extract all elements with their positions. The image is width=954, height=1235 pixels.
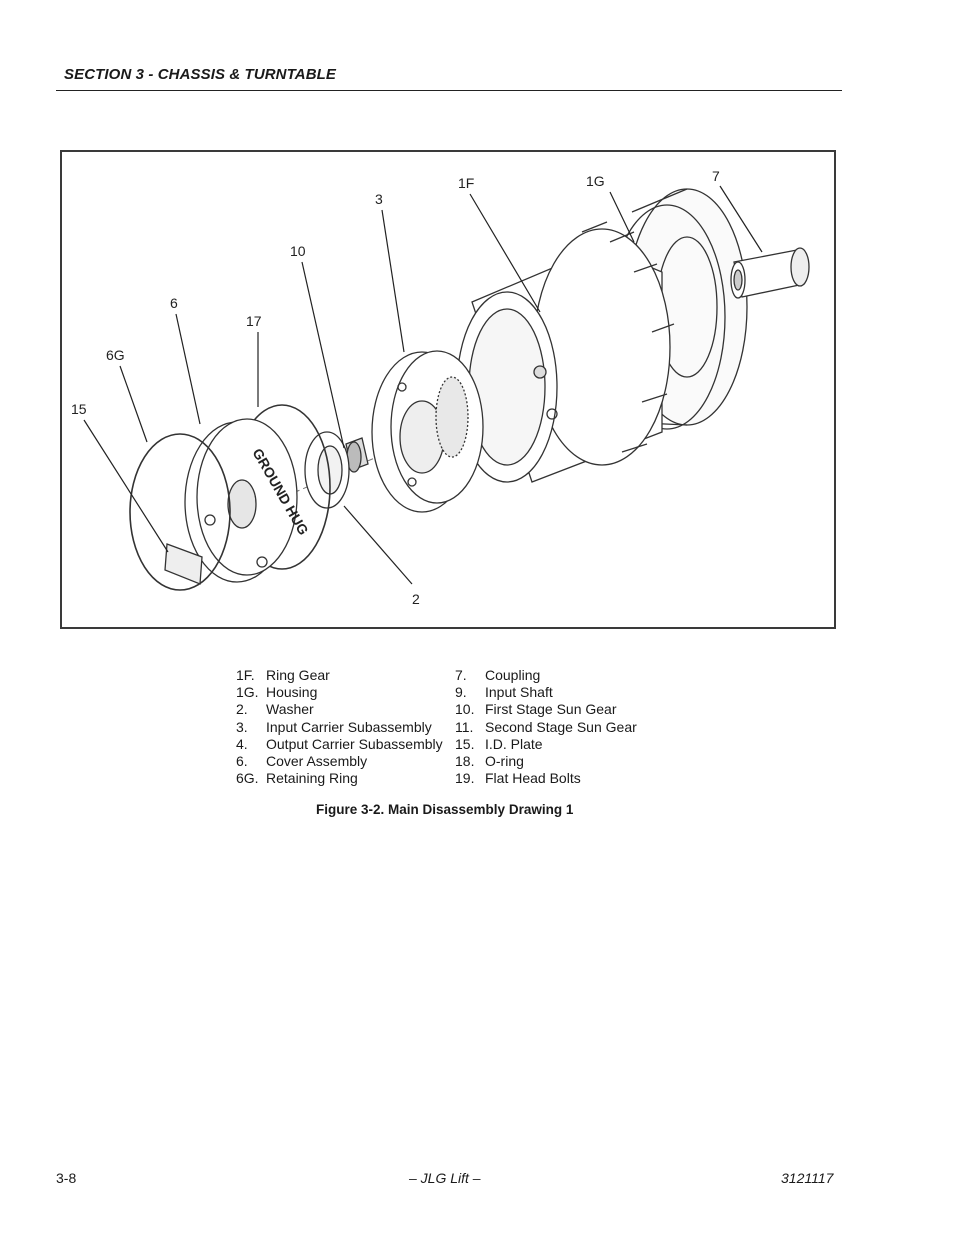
- legend-number: 6.: [236, 752, 248, 769]
- callout-15: 15: [71, 401, 87, 417]
- legend-label: First Stage Sun Gear: [485, 701, 617, 718]
- retaining-ring-part: [129, 433, 231, 591]
- washer-part: [304, 431, 350, 509]
- legend-label: Output Carrier Subassembly: [266, 735, 443, 752]
- coupling-part: [730, 247, 810, 299]
- section-title: SECTION 3 - CHASSIS & TURNTABLE: [64, 66, 337, 83]
- legend-label: Housing: [266, 684, 318, 701]
- callout-1G: 1G: [586, 173, 605, 189]
- legend-label: Input Carrier Subassembly: [266, 718, 432, 735]
- sun-gear-part: [345, 437, 369, 473]
- disassembly-figure: GROUND HUG 1F 1G: [60, 150, 836, 629]
- legend-label: Second Stage Sun Gear: [485, 718, 637, 735]
- legend-label: Input Shaft: [485, 684, 553, 701]
- ring-gear-part: [456, 221, 675, 483]
- callout-7: 7: [712, 168, 720, 184]
- callout-17: 17: [246, 313, 262, 329]
- footer-publisher: – JLG Lift –: [409, 1170, 481, 1186]
- legend-number: 11.: [455, 718, 474, 735]
- id-plate-part: [164, 543, 203, 585]
- legend-number: 2.: [236, 701, 248, 718]
- page-number: 3-8: [56, 1170, 77, 1186]
- legend-label: Retaining Ring: [266, 770, 358, 787]
- legend-label: Flat Head Bolts: [485, 770, 581, 787]
- callout-6: 6: [170, 295, 178, 311]
- legend-label: Coupling: [485, 667, 541, 683]
- callout-10: 10: [290, 243, 306, 259]
- legend-label: I.D. Plate: [485, 735, 543, 752]
- document-number: 3121117: [781, 1170, 834, 1186]
- callout-3: 3: [375, 191, 383, 207]
- legend-number: 7.: [455, 667, 467, 683]
- legend-label: Ring Gear: [266, 667, 330, 683]
- legend-number: 4.: [236, 735, 248, 752]
- legend-label: O-ring: [485, 752, 524, 769]
- leader-lines: [83, 185, 763, 585]
- legend-number: 19.: [455, 770, 475, 787]
- legend-number: 18.: [455, 752, 475, 769]
- figure-caption: Figure 3-2. Main Disassembly Drawing 1: [316, 802, 574, 817]
- legend-label: Washer: [266, 701, 314, 718]
- legend-number: 15.: [455, 735, 475, 752]
- legend-number: 3.: [236, 718, 248, 735]
- legend-number: 1G.: [236, 684, 259, 701]
- callout-6G: 6G: [106, 347, 125, 363]
- legend-number: 6G.: [236, 770, 259, 787]
- legend-label: Cover Assembly: [266, 752, 368, 769]
- legend-number: 1F.: [236, 667, 255, 683]
- legend-number: 10.: [455, 701, 475, 718]
- disassembly-drawing: GROUND HUG 1F 1G: [71, 168, 810, 607]
- callout-2: 2: [412, 591, 420, 607]
- input-carrier-part: [371, 350, 484, 513]
- page-header: SECTION 3 - CHASSIS & TURNTABLE: [56, 66, 842, 91]
- legend-number: 9.: [455, 684, 467, 701]
- callout-1F: 1F: [458, 175, 474, 191]
